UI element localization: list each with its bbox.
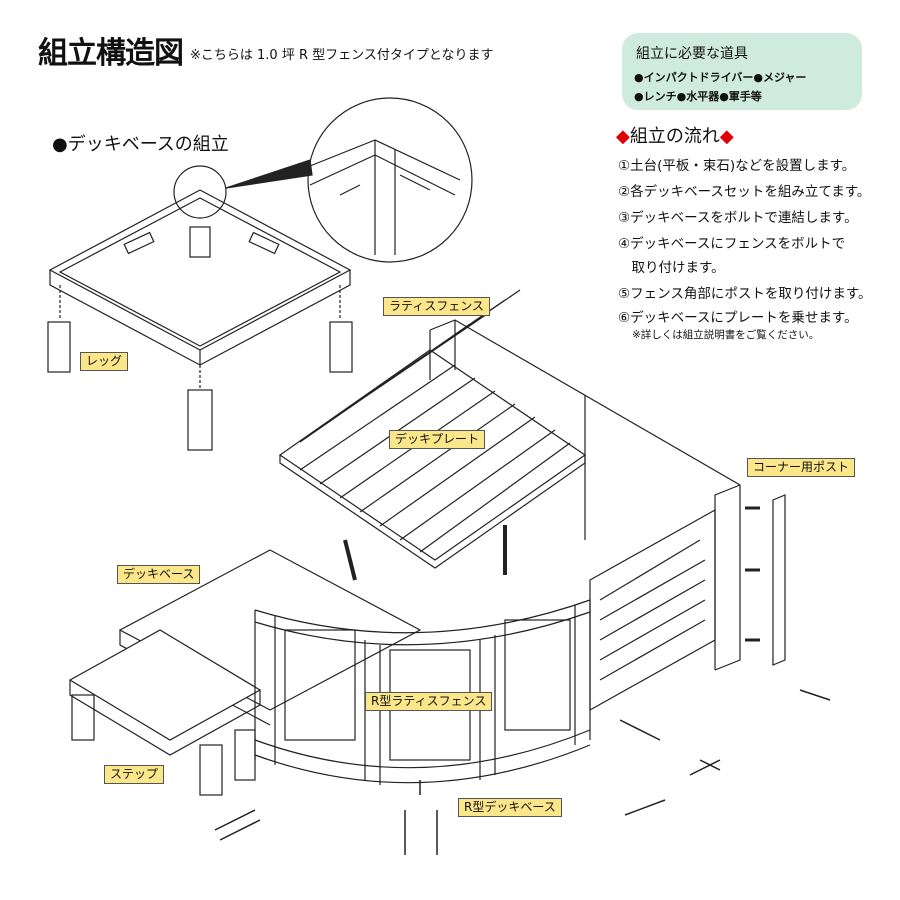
tools-box: 組立に必要な道具 ●インパクトドライバー●メジャー ●レンチ●水平器●軍手等 <box>622 33 862 110</box>
deck-base-frame-drawing <box>48 189 352 366</box>
deck-base-drawing <box>68 549 422 796</box>
label-leg: レッグ <box>80 352 129 371</box>
label-r-deck-base: R型デッキベース <box>458 798 562 817</box>
flow-heading: ◆組立の流れ◆ <box>616 122 734 148</box>
label-deck-plate: デッキプレート <box>389 430 486 449</box>
diamond-icon: ◆ <box>616 126 630 147</box>
flow-step: ④デッキベースにフェンスをボルトで <box>618 236 846 252</box>
deck-plate-drawing <box>278 289 587 569</box>
page-title: 組立構造図 <box>38 36 184 71</box>
bolts-drawing <box>214 689 831 855</box>
flow-step: 取り付けます。 <box>618 260 725 276</box>
tools-line-2: ●レンチ●水平器●軍手等 <box>634 90 762 103</box>
flow-step: ⑥デッキベースにプレートを乗せます。 <box>618 310 858 326</box>
flow-step: ③デッキベースをボルトで連結します。 <box>618 210 858 226</box>
tools-line-1: ●インパクトドライバー●メジャー <box>634 71 807 84</box>
flow-step: ⑤フェンス角部にポストを取り付けます。 <box>618 286 872 302</box>
diamond-icon: ◆ <box>719 126 734 147</box>
label-lattice-fence: ラティスフェンス <box>383 297 491 316</box>
label-step: ステップ <box>104 765 165 784</box>
tools-heading: 組立に必要な道具 <box>636 46 748 62</box>
label-corner-post: コーナー用ポスト <box>747 458 856 477</box>
label-r-lattice-fence: R型ラティスフェンス <box>365 692 493 711</box>
leg-drawing <box>47 226 353 451</box>
section-title: ●デッキベースの組立 <box>52 134 229 155</box>
flow-step: ②各デッキベースセットを組み立てます。 <box>618 184 871 200</box>
flow-heading-text: 組立の流れ <box>629 126 720 147</box>
label-deck-base: デッキベース <box>117 565 201 584</box>
page-subtitle: ※こちらは 1.0 坪 R 型フェンス付タイプとなります <box>190 48 494 63</box>
flow-step: ①土台(平板・束石)などを設置します。 <box>618 158 856 174</box>
r-lattice-fence-drawing <box>254 525 591 785</box>
detail-circle <box>173 97 473 263</box>
lattice-fence-drawing <box>429 319 741 712</box>
corner-post-drawing <box>745 494 786 666</box>
flow-note: ※詳しくは組立説明書をご覧ください。 <box>632 329 820 341</box>
